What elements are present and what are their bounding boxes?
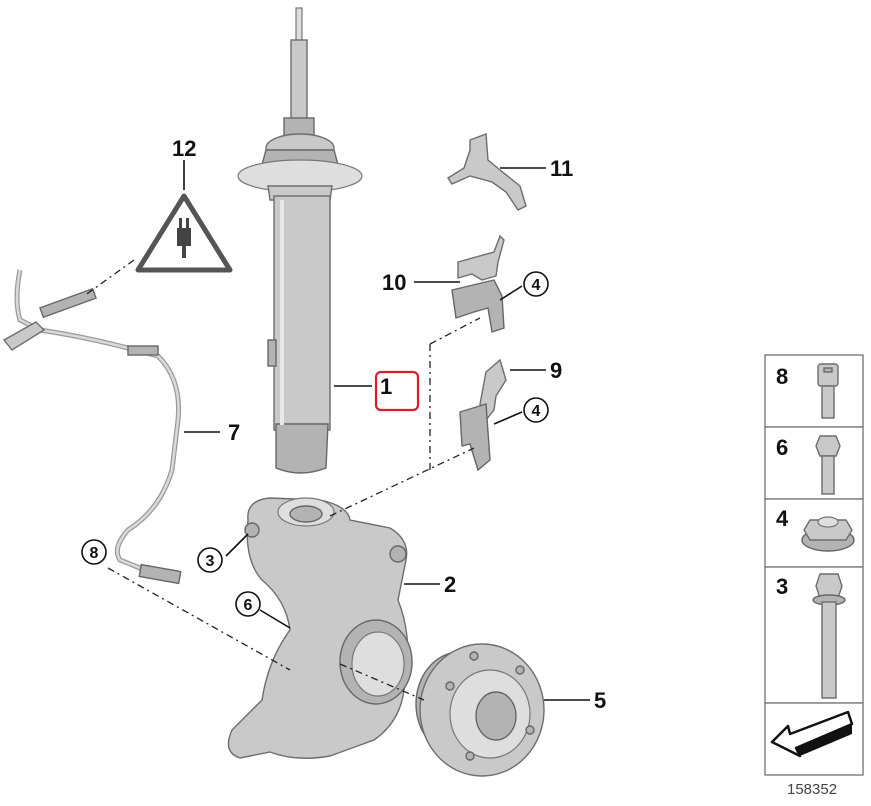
callout-1[interactable]: 1 <box>380 374 392 399</box>
callout-8: 8 <box>90 545 99 562</box>
callout-10: 10 <box>382 270 406 295</box>
callout-3: 3 <box>206 553 215 570</box>
fastener-label-6: 6 <box>776 435 788 460</box>
callout-8-circle <box>81 539 107 565</box>
callout-6-circle <box>235 591 261 617</box>
fastener-label-3: 3 <box>776 574 788 599</box>
flange-bolt-icon <box>815 435 841 495</box>
speed-sensor-cable[interactable] <box>2 269 182 585</box>
callout-4b: 4 <box>532 403 541 420</box>
fastener-cell-6[interactable] <box>764 426 864 500</box>
bracket-9[interactable] <box>459 358 507 472</box>
callout-2: 2 <box>444 572 456 597</box>
diagram-number: 158352 <box>787 781 837 798</box>
shock-absorber[interactable] <box>237 7 363 474</box>
callout-4-circle-b <box>523 397 549 423</box>
fastener-label-8: 8 <box>776 364 788 389</box>
callout-5: 5 <box>594 688 606 713</box>
wheel-hub[interactable] <box>415 643 545 777</box>
fastener-table: 8 6 4 3 <box>764 354 864 776</box>
wheel-carrier[interactable] <box>227 497 413 759</box>
selected-part-highlight[interactable] <box>374 370 420 412</box>
hex-nut-icon <box>801 516 855 552</box>
leader-lines <box>183 160 590 701</box>
direction-arrow-icon <box>770 710 854 758</box>
plug-warning-icon <box>135 193 233 273</box>
socket-cap-screw-icon <box>817 363 839 419</box>
callout-7: 7 <box>228 420 240 445</box>
callout-3-circle <box>197 547 223 573</box>
callout-6: 6 <box>244 597 253 614</box>
fastener-cell-8[interactable] <box>764 354 864 428</box>
bracket-11[interactable] <box>447 133 527 211</box>
hex-bolt-icon <box>812 573 846 699</box>
assembly-lines <box>83 259 481 701</box>
bracket-10[interactable] <box>451 234 505 333</box>
callout-4-circle-a <box>523 271 549 297</box>
callout-4a: 4 <box>532 277 541 294</box>
fastener-cell-3[interactable] <box>764 566 864 704</box>
callout-11: 11 <box>550 156 573 181</box>
callout-12: 12 <box>172 136 196 161</box>
fastener-label-4: 4 <box>776 506 789 531</box>
callout-9: 9 <box>550 358 562 383</box>
